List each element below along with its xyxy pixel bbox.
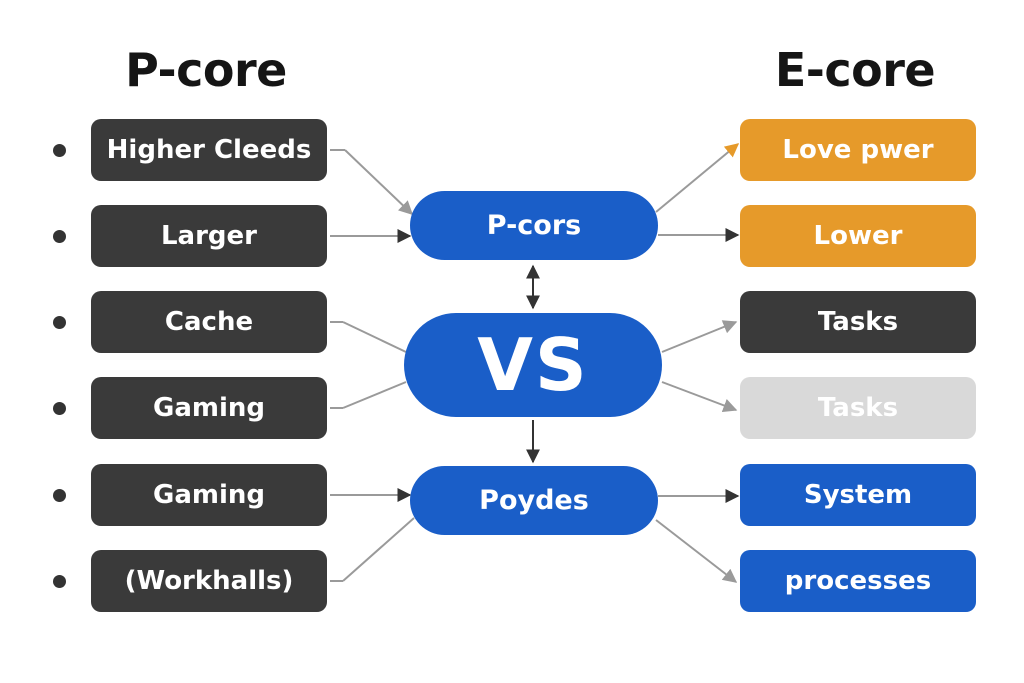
connector-line	[342, 381, 407, 409]
left-item-5: Gaming	[91, 464, 327, 526]
left-heading: P-core	[125, 43, 287, 97]
connector-line	[661, 381, 738, 413]
bullet-dot	[53, 575, 66, 588]
left-item-1: Higher Cleeds	[91, 119, 327, 181]
connector-line	[661, 320, 738, 353]
right-heading: E-core	[774, 43, 936, 97]
left-item-2: Larger	[91, 205, 327, 267]
right-item-6: processes	[740, 550, 976, 612]
left-item-6: (Workhalls)	[91, 550, 327, 612]
connector-line	[342, 517, 415, 582]
bullet-dot	[53, 144, 66, 157]
bullet-dot	[53, 489, 66, 502]
bullet-dot	[53, 316, 66, 329]
right-item-5: System	[740, 464, 976, 526]
right-item-3: Tasks	[740, 291, 976, 353]
right-item-4: Tasks	[740, 377, 976, 439]
connector-line	[655, 519, 738, 583]
right-item-1: Love pwer	[740, 119, 976, 181]
right-item-2: Lower	[740, 205, 976, 267]
center-vs-node: VS	[404, 313, 662, 417]
connector-line	[655, 143, 740, 213]
bullet-dot	[53, 402, 66, 415]
bullet-dot	[53, 230, 66, 243]
center-top-node: P-cors	[410, 191, 658, 260]
left-item-3: Cache	[91, 291, 327, 353]
center-bottom-node: Poydes	[410, 466, 658, 535]
connector-line	[344, 149, 414, 215]
connector-line	[342, 321, 407, 353]
left-item-4: Gaming	[91, 377, 327, 439]
